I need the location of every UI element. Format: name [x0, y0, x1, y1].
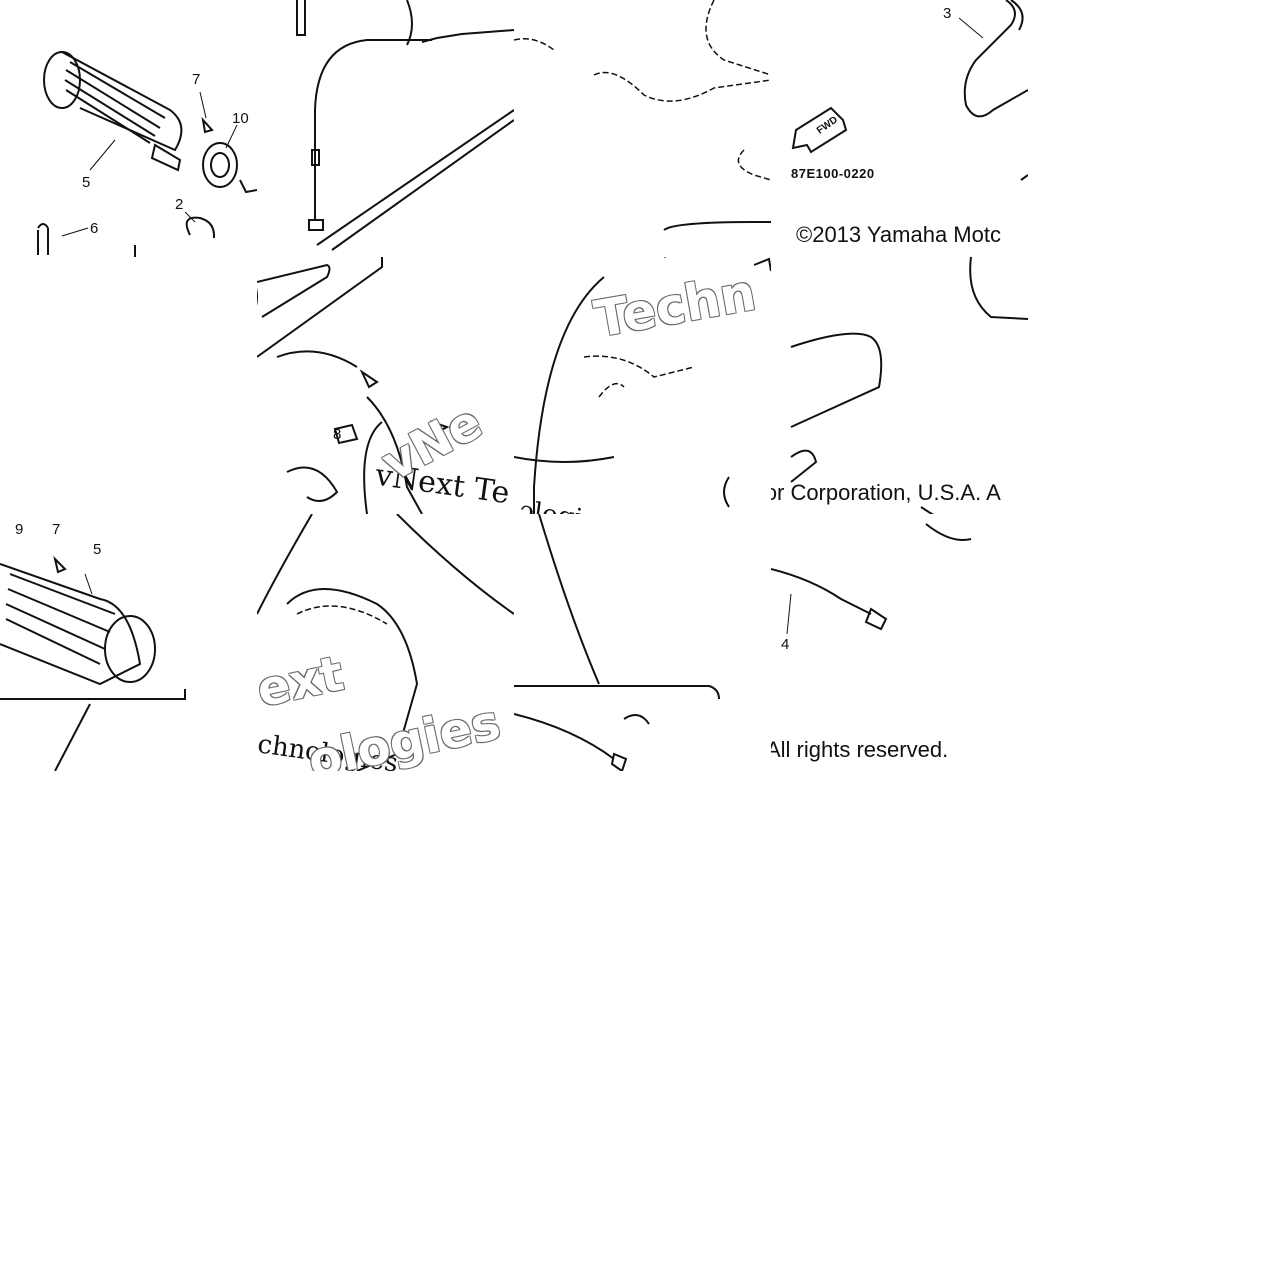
- handlebar-illustration: [257, 257, 450, 514]
- body-middle-illustration: [514, 257, 771, 514]
- cable-3-illustration: [791, 0, 1028, 181]
- callout-7-lower: 7: [52, 521, 61, 538]
- body-illustration: [514, 0, 771, 231]
- cable-tile-top: [257, 0, 514, 257]
- copyright-text-1: ©2013 Yamaha Motc: [796, 222, 1001, 247]
- seat-illustration: [257, 514, 514, 771]
- handlebar-tile: 8 vNext Te: [257, 257, 514, 514]
- diagram-code: 87E100-0220: [791, 166, 875, 181]
- grip-tile-top-left: 7 10 5 2 6: [0, 0, 257, 257]
- callout-5: 5: [82, 174, 91, 191]
- lower-grip-illustration: [0, 555, 186, 771]
- body-tile-middle: Techn ɔlogies: [514, 257, 771, 514]
- cable-illustration: [296, 0, 514, 251]
- seat-tile: ext chnologies ologies: [257, 514, 514, 771]
- legend-tile-top: 3 FWD 87E100-0220 ©2013 Yamaha Motc: [771, 0, 1028, 257]
- grip-illustration: [37, 51, 257, 257]
- cable-end-illustration: [514, 514, 720, 771]
- callout-4: 4: [781, 636, 790, 653]
- callout-7: 7: [192, 71, 201, 88]
- copyright-text-3: All rights reserved.: [771, 737, 949, 762]
- grip-tile-bottom-left: 9 7 5: [0, 514, 257, 771]
- copyright-text-2: ɔr Corporation, U.S.A. A: [771, 480, 1001, 505]
- legend-tile-middle: ɔr Corporation, U.S.A. A: [771, 257, 1028, 514]
- callout-8: 8: [333, 426, 342, 443]
- callout-9: 9: [15, 521, 24, 538]
- legend-tile-bottom: 4 All rights reserved.: [771, 514, 1028, 771]
- callout-10: 10: [232, 110, 249, 127]
- callout-2: 2: [175, 196, 184, 213]
- callout-5-lower: 5: [93, 541, 102, 558]
- body-tile-top: [514, 0, 771, 257]
- cable-4-illustration: [771, 523, 972, 635]
- cable-middle-illustration: [790, 257, 1028, 514]
- callout-6: 6: [90, 220, 99, 237]
- cable-end-tile: [514, 514, 771, 771]
- callout-3: 3: [943, 5, 952, 22]
